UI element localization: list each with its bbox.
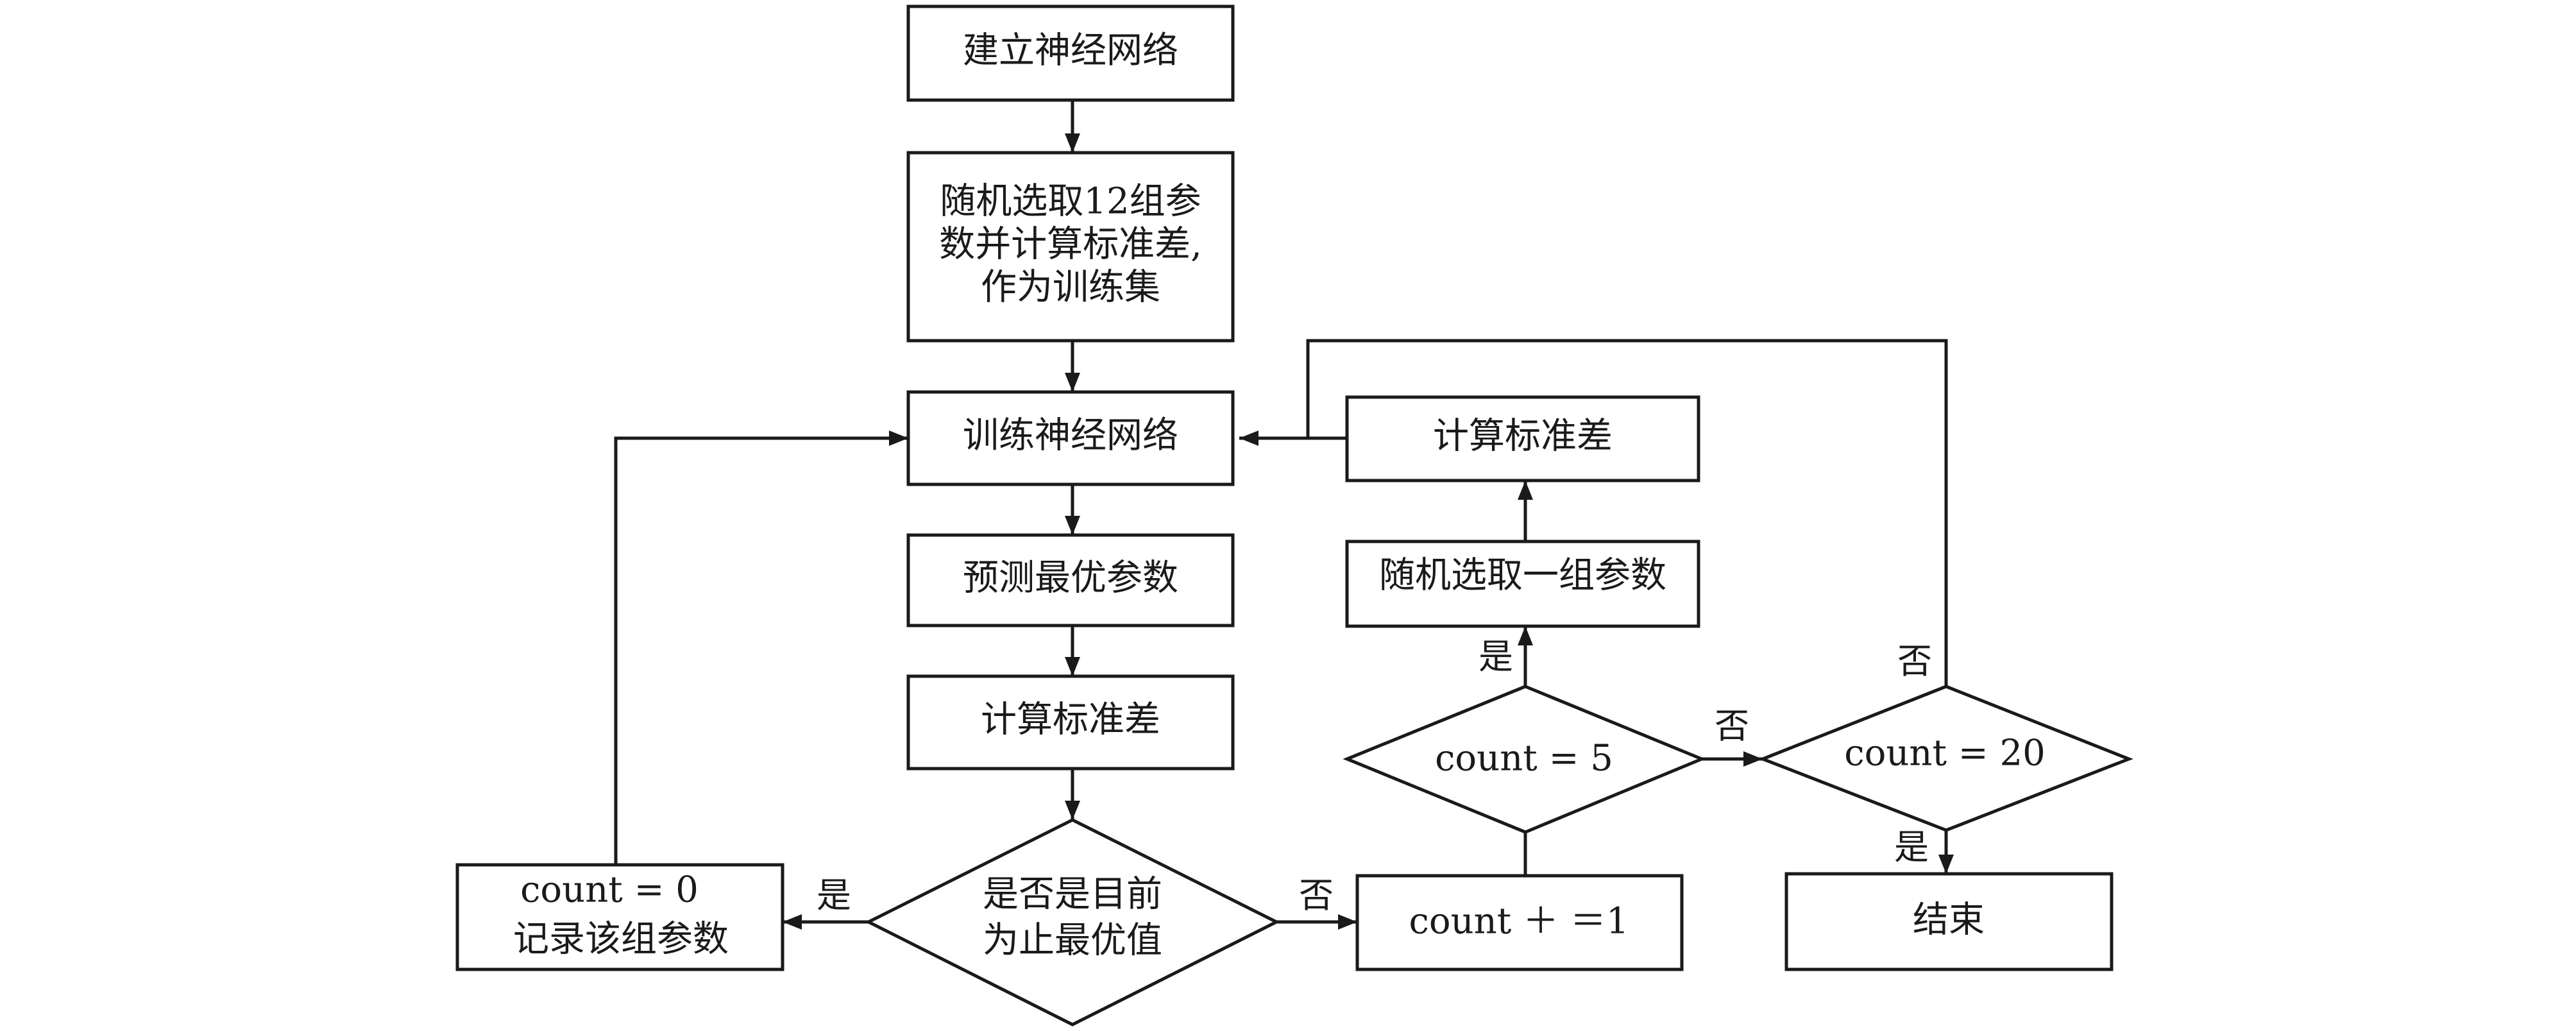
node-build-network: 建立神经网络 (906, 4, 1235, 102)
edge-count20-no-to-train (1306, 339, 1948, 686)
node-calc-std-right-label: 计算标准差 (1433, 416, 1613, 457)
node-train-network-label: 训练神经网络 (963, 415, 1178, 457)
node-predict-optimal-label: 预测最优参数 (963, 558, 1178, 599)
node-build-network-label: 建立神经网络 (963, 30, 1178, 72)
node-random-select-one: 随机选取一组参数 (1345, 540, 1700, 628)
node-random-select-12-line3: 作为训练集 (981, 267, 1160, 309)
node-count20-decision: count = 20 (1758, 685, 2133, 832)
node-count-increment: count ＋ ＝1 (1355, 874, 1684, 971)
node-count20-label: count = 20 (1844, 733, 2046, 774)
node-reset-record-line2: 记录该组参数 (513, 919, 729, 960)
node-is-best-decision: 是否是目前 为止最优值 (865, 818, 1280, 1027)
label-count5-yes: 是 (1479, 636, 1513, 677)
node-end: 结束 (1784, 872, 2114, 971)
node-count5-decision: count = 5 (1343, 685, 1706, 834)
node-random-select-12-line2: 数并计算标准差, (939, 224, 1202, 266)
label-best-no: 否 (1299, 875, 1334, 916)
node-random-select-12-line1: 随机选取12组参 (940, 181, 1201, 223)
node-calc-std-right: 计算标准差 (1345, 395, 1700, 482)
node-reset-record: count = 0 记录该组参数 (455, 863, 784, 971)
node-count-increment-label: count ＋ ＝1 (1409, 901, 1629, 942)
node-random-select-one-label: 随机选取一组参数 (1379, 555, 1666, 597)
node-is-best-line1: 是否是目前 (983, 874, 1162, 916)
node-reset-record-line1: count = 0 (520, 869, 699, 911)
node-is-best-line2: 为止最优值 (983, 920, 1162, 962)
node-predict-optimal: 预测最优参数 (906, 533, 1235, 627)
edges (614, 100, 1954, 930)
node-end-label: 结束 (1913, 899, 1985, 941)
edge-labels: 是 否 是 否 否 是 (817, 636, 1932, 916)
node-random-select-12: 随机选取12组参 数并计算标准差, 作为训练集 (906, 151, 1235, 343)
node-calc-std-left-label: 计算标准差 (981, 699, 1160, 741)
node-count5-label: count = 5 (1435, 738, 1613, 780)
label-count20-yes: 是 (1894, 827, 1929, 867)
node-train-network: 训练神经网络 (906, 390, 1235, 486)
node-calc-std-left: 计算标准差 (906, 674, 1235, 771)
label-best-yes: 是 (817, 875, 851, 916)
label-count20-no: 否 (1897, 641, 1932, 681)
label-count5-no: 否 (1715, 706, 1749, 746)
edge-reset-to-train (614, 430, 908, 865)
